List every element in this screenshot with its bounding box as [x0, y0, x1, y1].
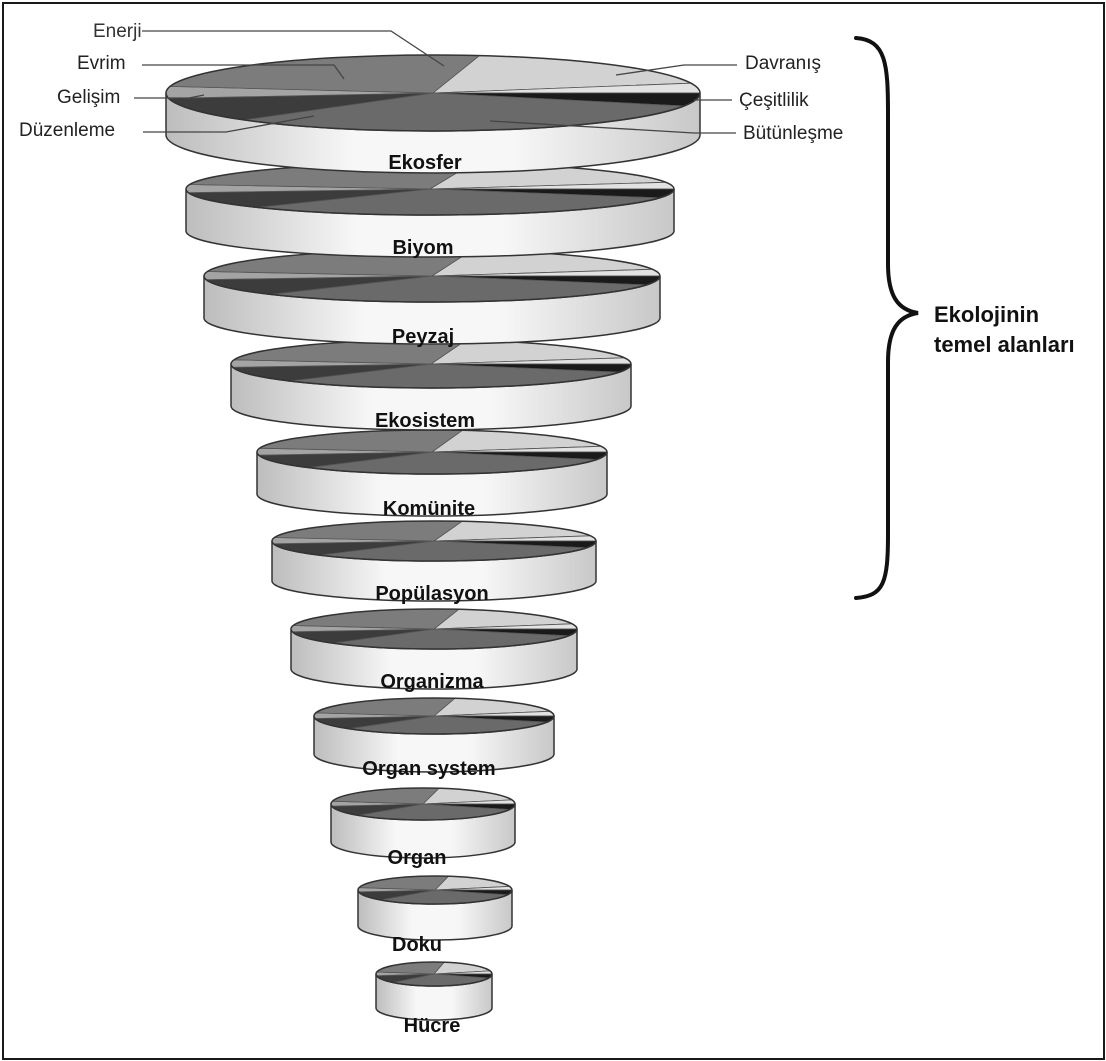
level-label-doku: Doku — [392, 934, 442, 956]
disc-top-outline — [165, 54, 701, 132]
disc-10 — [357, 875, 513, 941]
level-label-populasyon: Popülasyon — [375, 583, 489, 605]
wedge-evrim — [292, 608, 460, 630]
disc-11 — [375, 961, 493, 1021]
disc-top-outline — [357, 875, 513, 905]
disc-1 — [165, 54, 701, 174]
segment-label-gelisim: Gelişim — [57, 87, 121, 108]
level-label-ekosfer: Ekosfer — [388, 152, 462, 174]
leader-line-gelisim — [134, 94, 205, 99]
leader-lines — [134, 30, 737, 134]
wedge-evrim — [273, 520, 464, 542]
disc-2 — [185, 162, 675, 258]
disc-7 — [290, 608, 578, 690]
bracket-label-line1: Ekolojinin — [934, 302, 1040, 327]
disc-8 — [313, 697, 555, 773]
curly-bracket — [854, 36, 919, 600]
leader-line-duzenleme — [143, 115, 315, 133]
segment-label-cesitlilik: Çeşitlilik — [739, 90, 809, 111]
ecology-levels-diagram — [134, 30, 919, 1021]
wedge-evrim — [358, 875, 450, 891]
disc-top-outline — [330, 787, 516, 821]
leader-line-enerji — [142, 30, 445, 67]
leader-line-evrim — [142, 64, 345, 80]
level-label-hucre: Hücre — [403, 1015, 461, 1037]
level-label-organ-system: Organ system — [362, 758, 496, 780]
disc-5 — [256, 429, 608, 517]
level-label-organ: Organ — [387, 847, 447, 869]
disc-4 — [230, 339, 632, 431]
level-label-peyzaj: Peyzaj — [391, 326, 455, 348]
leader-line-davranis — [615, 64, 737, 76]
leader-line-butunlesme — [489, 120, 736, 134]
segment-label-davranis: Davranış — [745, 53, 822, 74]
level-label-ekosistem: Ekosistem — [374, 410, 476, 432]
disc-6 — [271, 520, 597, 602]
bracket-label: Ekolojinin temel alanları — [934, 300, 1104, 360]
wedge-evrim — [168, 54, 481, 94]
disc-top-outline — [375, 961, 493, 987]
level-label-biyom: Biyom — [392, 237, 454, 259]
segment-label-evrim: Evrim — [77, 53, 126, 74]
wedge-evrim — [376, 961, 445, 975]
segment-label-enerji: Enerji — [93, 21, 142, 42]
level-label-komunite: Komünite — [382, 498, 476, 520]
disc-stack — [165, 54, 701, 1021]
wedge-evrim — [331, 787, 440, 805]
disc-top-outline — [271, 520, 597, 562]
bracket-label-line2: temel alanları — [934, 332, 1075, 357]
disc-top-outline — [290, 608, 578, 650]
level-label-organizma: Organizma — [380, 671, 484, 693]
disc-9 — [330, 787, 516, 859]
segment-label-butunlesme: Bütünleşme — [743, 123, 844, 144]
disc-top-outline — [313, 697, 555, 735]
wedge-evrim — [314, 697, 456, 717]
wedge-evrim — [258, 429, 464, 453]
segment-label-duzenleme: Düzenleme — [19, 120, 116, 141]
